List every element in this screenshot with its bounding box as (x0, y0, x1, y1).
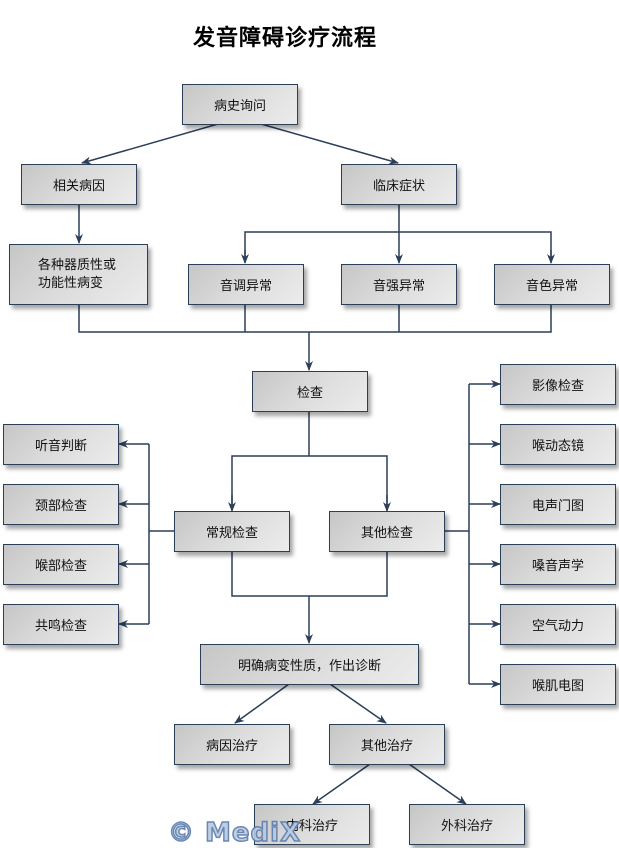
line-merge-to-exam (78, 305, 552, 333)
node-etiological-treatment: 病因治疗 (174, 724, 290, 765)
node-medical-treatment: 内科治疗 (254, 804, 370, 845)
node-routine-exam: 常规检查 (174, 511, 290, 552)
node-other-item: 电声门图 (500, 484, 616, 525)
node-organic-lesions: 各种器质性或 功能性病变 (9, 244, 148, 305)
node-other-item: 空气动力 (500, 604, 616, 645)
node-surgical-treatment: 外科治疗 (409, 804, 525, 845)
arrow-to-etiological (234, 683, 290, 724)
node-other-item: 喉动态镜 (500, 424, 616, 465)
node-timbre-abnormal: 音色异常 (494, 264, 610, 305)
node-other-exam: 其他检查 (329, 511, 445, 552)
node-routine-item: 共鸣检查 (3, 604, 119, 645)
line-symptoms-branch (244, 231, 552, 262)
node-intensity-abnormal: 音强异常 (341, 264, 457, 305)
watermark: © MediX (167, 817, 302, 848)
diagram-title: 发音障碍诊疗流程 (192, 26, 377, 51)
node-other-treatment: 其他治疗 (329, 724, 445, 765)
node-routine-item: 听音判断 (3, 424, 119, 465)
node-related-causes: 相关病因 (21, 164, 137, 205)
node-examination: 检查 (252, 371, 368, 412)
arrow-to-other-treatment (329, 683, 387, 724)
arrow-to-medical (312, 763, 371, 805)
node-routine-item: 喉部检查 (3, 544, 119, 585)
node-history: 病史询问 (182, 84, 298, 125)
node-other-item: 喉肌电图 (500, 664, 616, 705)
arrow-to-surgical (408, 763, 467, 805)
node-pitch-abnormal: 音调异常 (188, 264, 304, 305)
node-routine-item: 颈部检查 (3, 484, 119, 525)
arrow-history-to-symptoms (260, 123, 399, 165)
node-diagnosis: 明确病变性质，作出诊断 (200, 644, 419, 685)
node-other-item: 影像检查 (500, 364, 616, 405)
node-other-item: 嗓音声学 (500, 544, 616, 585)
node-clinical-symptoms: 临床症状 (341, 164, 457, 205)
arrow-history-to-causes (81, 123, 219, 165)
